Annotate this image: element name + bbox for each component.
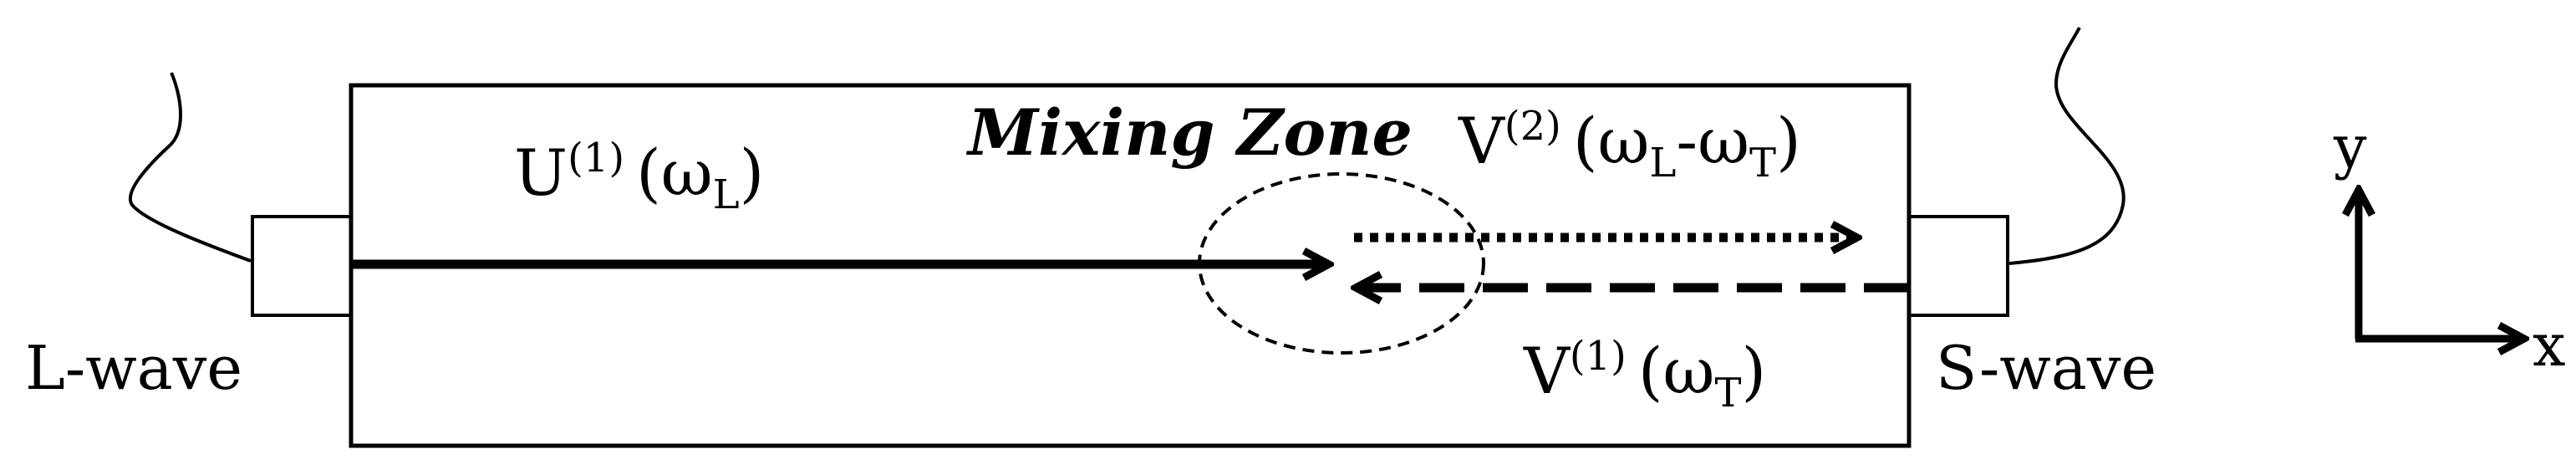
mixing-zone-label: Mixing Zone xyxy=(965,95,1413,170)
left-transducer-label: L-wave xyxy=(25,333,242,403)
scattered-wave-label: V(2)(ωL-ωT) xyxy=(1458,103,1801,186)
x-axis-label: x xyxy=(2533,311,2565,380)
right-transducer-label: S-wave xyxy=(1936,333,2156,403)
incident-shear-wave-label: V(1)(ωT) xyxy=(1523,333,1766,416)
right-transducer-cable xyxy=(2008,27,2125,265)
left-transducer-cable xyxy=(129,72,252,263)
left-transducer xyxy=(251,215,353,317)
right-transducer xyxy=(1907,215,2009,317)
y-axis-label: y xyxy=(2333,113,2367,181)
incident-long-wave-label: U(1)(ωL) xyxy=(514,135,764,218)
